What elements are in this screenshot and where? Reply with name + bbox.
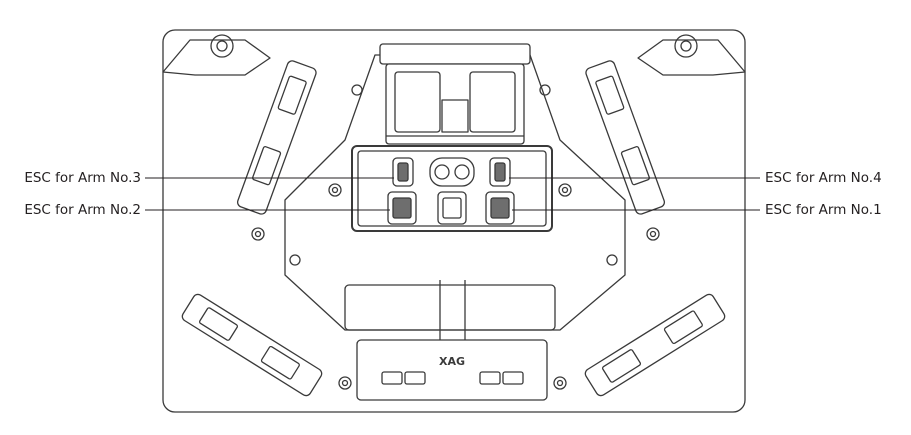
lower-mount <box>344 280 556 340</box>
brand-logo: XAG <box>439 355 465 368</box>
label-esc-arm2: ESC for Arm No.2 <box>24 202 141 218</box>
arm-rail-bottom-right <box>584 293 726 397</box>
top-connector-housing <box>379 43 531 145</box>
label-esc-arm1: ESC for Arm No.1 <box>765 202 882 218</box>
screws <box>251 84 660 390</box>
esc-connector-arm1 <box>485 191 515 225</box>
center-signal-connector <box>437 191 467 225</box>
bottom-bracket <box>356 339 548 401</box>
power-connector <box>429 157 475 187</box>
label-esc-arm3: ESC for Arm No.3 <box>24 170 141 186</box>
esc-panel <box>351 145 553 232</box>
label-esc-arm4: ESC for Arm No.4 <box>765 170 882 186</box>
esc-connector-arm3 <box>392 157 414 187</box>
esc-connector-arm4 <box>489 157 511 187</box>
corner-bracket-top-right <box>637 34 746 76</box>
corner-bracket-top-left <box>162 34 271 76</box>
esc-connector-arm2 <box>387 191 417 225</box>
arm-rail-bottom-left <box>181 293 323 397</box>
